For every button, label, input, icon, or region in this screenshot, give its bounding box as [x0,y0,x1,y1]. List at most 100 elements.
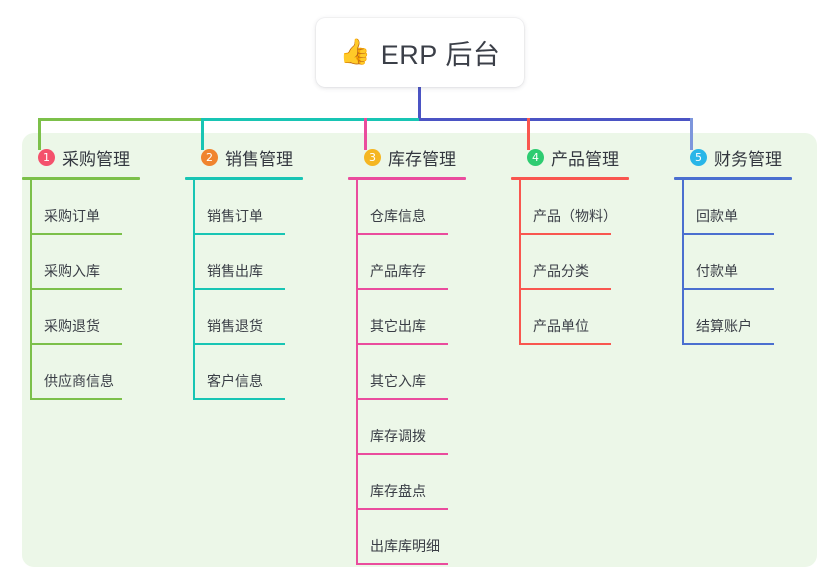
branch-drop-line-2 [201,118,204,150]
leaf-item[interactable]: 产品库存 [348,235,508,290]
leaf-item[interactable]: 客户信息 [185,345,345,400]
branch-header-rule [511,177,629,180]
branch-title: 财务管理 [714,149,782,169]
leaf-item-rule [682,233,774,235]
branch-column-5: 5 财务管理回款单付款单结算账户 [674,145,834,345]
leaf-item-label: 仓库信息 [370,208,426,224]
chart-background-panel [22,133,817,567]
leaf-item[interactable]: 采购退货 [22,290,182,345]
leaf-item-rule [356,508,448,510]
branch-header-rule [674,177,792,180]
branch-number-badge: 5 [690,148,707,166]
leaf-item[interactable]: 销售订单 [185,180,345,235]
leaf-item[interactable]: 采购入库 [22,235,182,290]
leaf-item-label: 销售出库 [207,263,263,279]
leaf-item-label: 库存盘点 [370,483,426,499]
leaf-item[interactable]: 库存调拨 [348,400,508,455]
leaf-item-rule [30,398,122,400]
leaf-item-label: 产品库存 [370,263,426,279]
leaf-item[interactable]: 其它出库 [348,290,508,345]
leaf-item-rule [519,288,611,290]
leaf-item-rule [193,288,285,290]
branch-title: 销售管理 [225,149,293,169]
branch-header-4[interactable]: 4 产品管理 [511,145,671,169]
leaf-item-rule [193,233,285,235]
branch-drop-line-3 [364,118,367,150]
branch-trunk-line [193,180,195,400]
branch-item-list: 销售订单销售出库销售退货客户信息 [185,180,345,400]
root-node-content: 👍 ERP 后台 [340,33,501,72]
leaf-item-label: 出库库明细 [370,538,440,554]
leaf-item[interactable]: 付款单 [674,235,834,290]
leaf-item[interactable]: 出库库明细 [348,510,508,565]
branch-trunk-line [30,180,32,400]
leaf-item-rule [519,343,611,345]
thumbs-up-icon: 👍 [339,38,371,66]
leaf-item-label: 采购退货 [44,318,100,334]
leaf-item[interactable]: 采购订单 [22,180,182,235]
leaf-item-label: 其它入库 [370,373,426,389]
branch-column-1: 1 采购管理采购订单采购入库采购退货供应商信息 [22,145,182,400]
leaf-item-label: 采购入库 [44,263,100,279]
branch-number-badge: 3 [364,148,381,166]
bus-segment-1 [38,118,204,121]
branch-number-badge: 4 [527,148,544,166]
branch-drop-line-5 [690,118,693,150]
leaf-item-rule [356,453,448,455]
leaf-item-label: 库存调拨 [370,428,426,444]
leaf-item[interactable]: 产品（物料） [511,180,671,235]
leaf-item-label: 其它出库 [370,318,426,334]
branch-item-list: 采购订单采购入库采购退货供应商信息 [22,180,182,400]
branch-header-rule [22,177,140,180]
branch-trunk-line [519,180,521,345]
branch-header-rule [185,177,303,180]
branch-drop-line-4 [527,118,530,150]
leaf-item[interactable]: 回款单 [674,180,834,235]
branch-header-rule [348,177,466,180]
branch-column-3: 3 库存管理仓库信息产品库存其它出库其它入库库存调拨库存盘点出库库明细 [348,145,508,565]
leaf-item[interactable]: 产品分类 [511,235,671,290]
bus-segment-3 [419,118,693,121]
leaf-item[interactable]: 库存盘点 [348,455,508,510]
leaf-item[interactable]: 销售退货 [185,290,345,345]
leaf-item-rule [193,398,285,400]
branch-item-list: 回款单付款单结算账户 [674,180,834,345]
branch-title: 采购管理 [62,149,130,169]
branch-title: 库存管理 [388,149,456,169]
leaf-item[interactable]: 供应商信息 [22,345,182,400]
branch-header-1[interactable]: 1 采购管理 [22,145,182,169]
leaf-item-label: 产品分类 [533,263,589,279]
root-node-card[interactable]: 👍 ERP 后台 [316,18,524,87]
leaf-item-label: 销售订单 [207,208,263,224]
leaf-item-label: 供应商信息 [44,373,114,389]
branch-drop-line-1 [38,118,41,150]
branch-title: 产品管理 [551,149,619,169]
leaf-item[interactable]: 其它入库 [348,345,508,400]
leaf-item[interactable]: 仓库信息 [348,180,508,235]
leaf-item-rule [356,398,448,400]
leaf-item-label: 采购订单 [44,208,100,224]
leaf-item[interactable]: 销售出库 [185,235,345,290]
branch-number-badge: 1 [38,148,55,166]
root-stem-line [418,87,421,121]
branch-header-5[interactable]: 5 财务管理 [674,145,834,169]
leaf-item-rule [193,343,285,345]
leaf-item-rule [30,343,122,345]
branch-trunk-line [356,180,358,565]
branch-header-3[interactable]: 3 库存管理 [348,145,508,169]
leaf-item[interactable]: 结算账户 [674,290,834,345]
leaf-item-rule [30,288,122,290]
leaf-item-rule [356,563,448,565]
leaf-item-rule [356,288,448,290]
leaf-item-rule [356,343,448,345]
leaf-item-label: 客户信息 [207,373,263,389]
leaf-item-label: 产品单位 [533,318,589,334]
leaf-item[interactable]: 产品单位 [511,290,671,345]
leaf-item-label: 付款单 [696,263,738,279]
leaf-item-label: 结算账户 [696,318,752,334]
bus-segment-2 [201,118,422,121]
branch-item-list: 仓库信息产品库存其它出库其它入库库存调拨库存盘点出库库明细 [348,180,508,565]
